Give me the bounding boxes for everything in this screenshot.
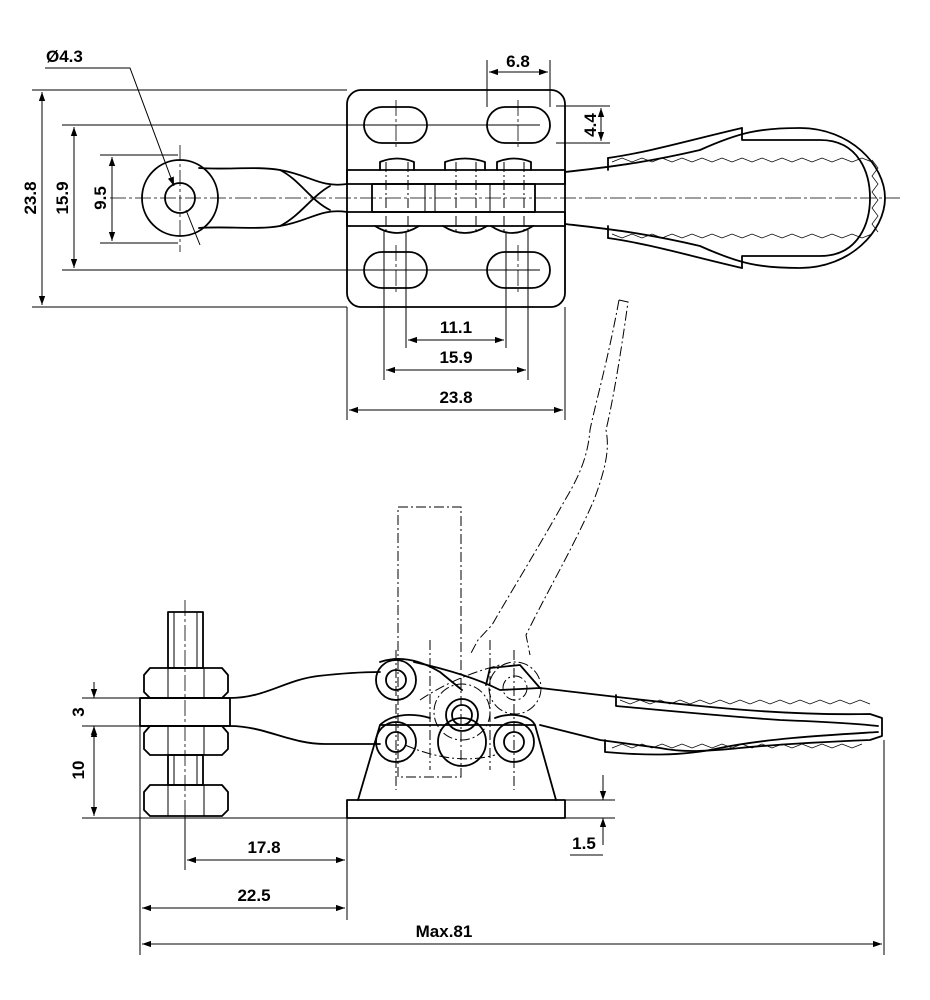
pivot-pin [437,717,487,767]
dim-base-thickness: 1.5 [572,834,596,853]
dim-hole-spacing-vertical: 15.9 [53,181,72,214]
pivot-pin [493,721,535,763]
side-view: 3 10 1.5 17.8 22.5 Max.81 [69,299,885,955]
dim-arm-width: 9.5 [91,186,110,210]
dim-spindle-thickness: 3 [69,707,88,716]
hex-bolt-head [143,784,229,817]
dim-spindle-height: 10 [69,761,88,780]
dim-overall-width-left: 23.8 [21,181,40,214]
handle-side [413,661,883,752]
hex-nut-lower [143,725,229,756]
hex-nut-upper [143,667,229,699]
base-plate-side [346,799,566,819]
pivot-pin [445,698,479,732]
dim-hole-spacing-outer: 15.9 [439,348,472,367]
bracket [357,724,557,801]
dim-hole-spacing-inner: 11.1 [440,318,472,337]
dim-base-width: 23.8 [439,388,472,407]
dim-slot-width: 6.8 [506,52,530,71]
base-plate-top [346,89,566,308]
dim-overall-length: Max.81 [416,922,473,941]
pivot-pin [375,721,417,763]
spindle-bolt [167,611,204,669]
spindle-arm-side [139,671,381,745]
dim-arm-to-base: 22.5 [237,886,270,905]
top-view: Ø4.3 6.8 4.4 23.8 15.9 9.5 11.1 15.9 23.… [21,47,900,420]
dim-slot-offset: 4.4 [581,113,600,137]
handle-open-phantom [469,299,629,656]
dim-spindle-to-base: 17.8 [247,838,280,857]
dim-hole-diameter: Ø4.3 [46,47,83,66]
